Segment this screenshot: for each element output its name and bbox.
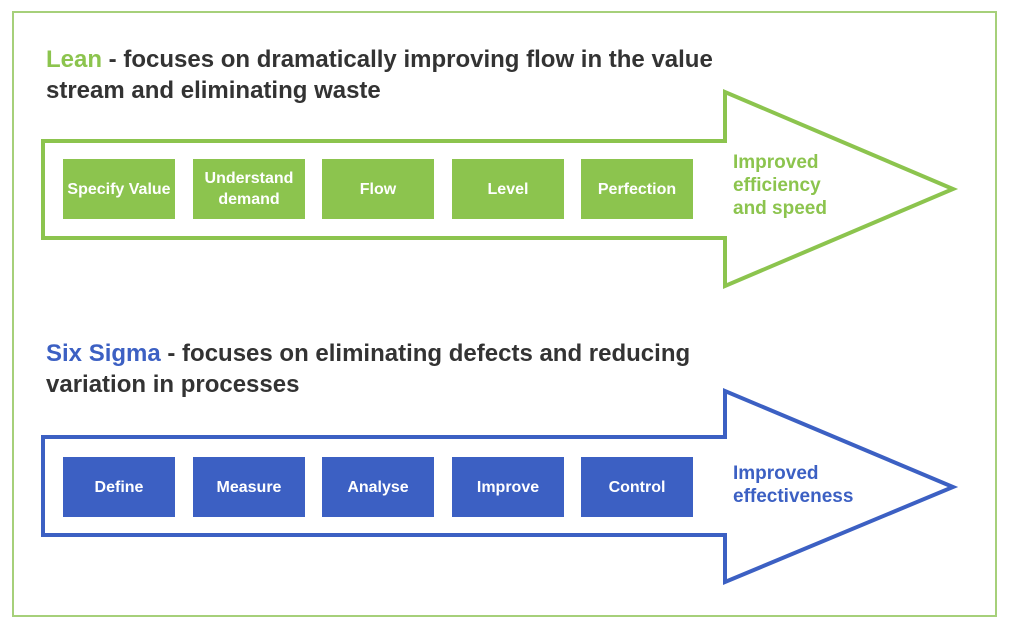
lean-arrow-shape — [41, 88, 959, 290]
lean-step-understand-demand: Understand demand — [193, 159, 305, 219]
sigma-arrow-shape — [41, 387, 959, 585]
lean-step-specify-value: Specify Value — [63, 159, 175, 219]
sigma-step-improve: Improve — [452, 457, 564, 517]
sigma-title: Six Sigma — [46, 340, 161, 367]
lean-step-flow: Flow — [322, 159, 434, 219]
sigma-step-analyse: Analyse — [322, 457, 434, 517]
lean-heading: Lean - focuses on dramatically improving… — [46, 44, 746, 106]
sigma-step-measure: Measure — [193, 457, 305, 517]
lean-step-level: Level — [452, 159, 564, 219]
sigma-description: - focuses on eliminating defects and red… — [46, 340, 691, 398]
lean-outcome: Improved efficiency and speed — [733, 152, 827, 219]
lean-description: - focuses on dramatically improving flow… — [46, 46, 713, 104]
sigma-heading: Six Sigma - focuses on eliminating defec… — [46, 338, 746, 400]
sigma-step-control: Control — [581, 457, 693, 517]
lean-title: Lean — [46, 46, 103, 73]
sigma-outcome: Improved effectiveness — [733, 463, 854, 507]
sigma-step-define: Define — [63, 457, 175, 517]
diagram-frame — [12, 11, 997, 617]
lean-step-perfection: Perfection — [581, 159, 693, 219]
